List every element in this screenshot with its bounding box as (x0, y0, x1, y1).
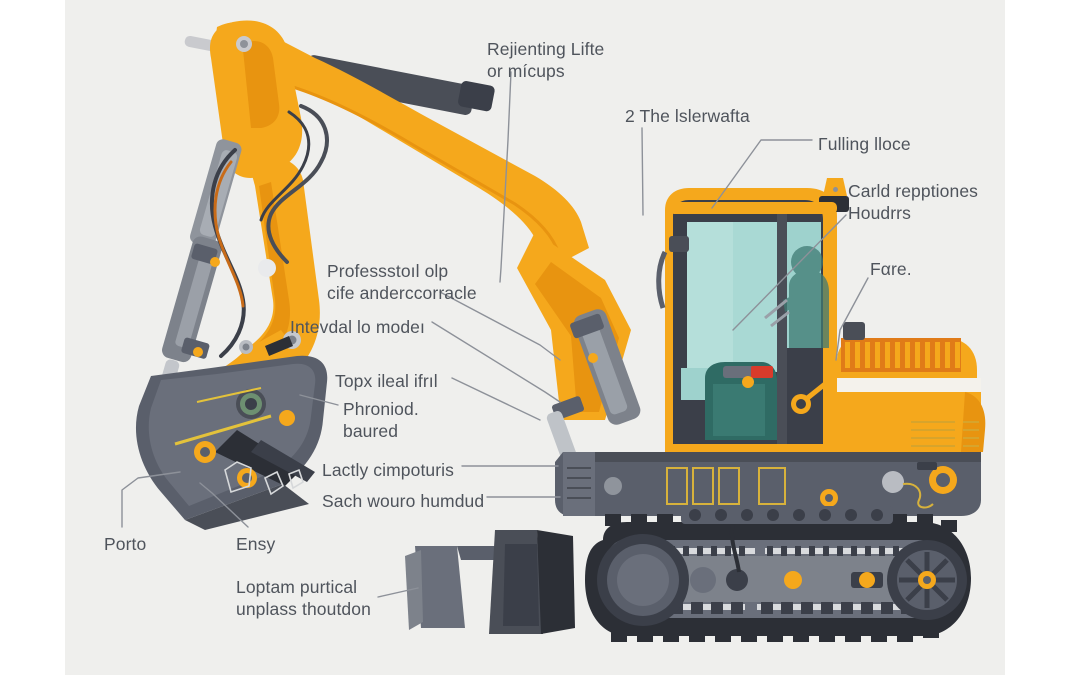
label-professstoil-olp: Professstoıl olp cife anderccorracle (327, 261, 477, 303)
label-sach-wouro-humdud: Sach wouro humdud (322, 491, 485, 511)
leader-intevdal (431, 321, 561, 403)
exhaust-stack (843, 322, 865, 340)
track-hose (729, 521, 741, 573)
control-lever (764, 298, 790, 328)
leader-ensy (199, 482, 249, 528)
leader-the-islerwafta (641, 127, 644, 216)
cab-mullion (777, 212, 787, 444)
leader-professstoil (439, 291, 561, 361)
boom-top-pin-core (240, 40, 248, 48)
house-port-core (936, 473, 950, 487)
track-grousers-bottom (611, 626, 939, 642)
boom-arm-highlight (274, 80, 561, 255)
label-the-islerwafta: 2 The lslerwafta (625, 106, 750, 126)
leader-porto (121, 471, 181, 528)
sprocket-hub-core (923, 576, 931, 584)
excavator-bucket (135, 355, 328, 530)
label-loptam-purtical: Loptam purtical unplass thoutdon (236, 577, 371, 619)
radiator-grille (841, 338, 961, 372)
boom-knuckle-shade (243, 40, 280, 128)
track-guide-bolt (859, 572, 875, 588)
dozer-blade (405, 530, 575, 634)
cab-grab-rail (803, 374, 837, 402)
label-carld-repptiones: Carld repptiones Houdrrs (848, 181, 979, 223)
seat-cushion (713, 384, 765, 436)
cab-roof-trim (669, 202, 837, 214)
leader-phroniod (299, 394, 339, 406)
label-rejienting-lifte: Rejienting Lifte or mícups (487, 39, 605, 81)
track-tensioner (784, 571, 802, 589)
leader-topx-ileal (451, 377, 541, 421)
carrier-bar-bolts (689, 509, 883, 521)
dashboard-knob (742, 376, 754, 388)
side-louvers (911, 421, 979, 447)
leader-fare (835, 277, 869, 361)
carrier-bar (681, 506, 893, 524)
dashboard-indicator (751, 366, 773, 378)
label-pulling-lloce: Γulling lloce (818, 134, 911, 154)
dipper-mid-pin (258, 259, 276, 277)
house-base (555, 452, 981, 516)
windshield-highlight (687, 222, 733, 372)
track-roller-2 (726, 569, 748, 591)
label-fare: Fαre. (870, 259, 912, 279)
house-cap (882, 471, 904, 493)
body-stripe (837, 378, 981, 392)
track-idler-hub (617, 554, 669, 606)
label-porto: Porto (104, 534, 147, 554)
cab-mirror (656, 236, 689, 309)
hydraulic-hoses (210, 104, 329, 358)
house-base-shadow (563, 452, 981, 462)
illustration-canvas (65, 0, 1005, 675)
label-lactly-cimpoturis: Lactly cimpoturis (322, 460, 455, 480)
house-pin-core (825, 494, 833, 502)
label-phroniod-baured: Phroniod. baured (343, 399, 419, 441)
operator-silhouette (783, 246, 829, 348)
boom-arm (214, 21, 589, 268)
house-vent (917, 462, 937, 470)
label-intevdal-lo-model: Intevdal lo modeı (290, 317, 425, 337)
cab-handle-core (796, 399, 806, 409)
label-topx-ileal-ifril: Topx ileal ifrıl (335, 371, 438, 391)
track-roller-1 (690, 567, 716, 593)
leader-loptam (377, 587, 419, 598)
leader-pulling-lloce (711, 139, 813, 209)
dipper-stick-shade (237, 182, 291, 374)
left-step-grate (567, 467, 591, 499)
house-hose-detail (902, 482, 934, 509)
access-panels (666, 467, 786, 505)
label-ensy: Ensy (236, 534, 276, 554)
frame-bolt (604, 477, 622, 495)
leader-rejienting-lifte (499, 71, 512, 283)
excavator-illustration (135, 20, 986, 642)
leader-carld-repptiones (732, 214, 847, 331)
